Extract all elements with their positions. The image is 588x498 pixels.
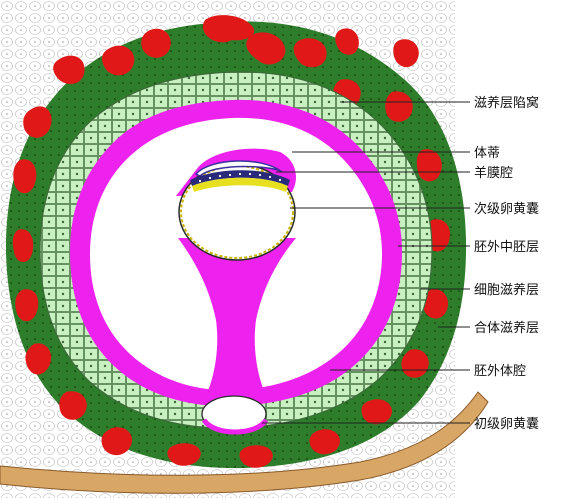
connecting-stalk xyxy=(178,238,296,400)
label-extraembryonic-mesoderm: 胚外中胚层 xyxy=(474,240,539,255)
epiblast-layer xyxy=(190,170,290,186)
label-cytotrophoblast: 细胞滋养层 xyxy=(474,282,539,298)
labels: 滋养层陷窝 体蒂 羊膜腔 次级卵黄囊 胚外中胚层 细胞滋养层 合体滋养层 胚外体… xyxy=(474,95,539,432)
label-body-stalk: 体蒂 xyxy=(474,146,500,161)
leader-lines xyxy=(262,101,470,424)
primary-yolk-sac-rim xyxy=(201,418,269,435)
trophoblast-lacunae xyxy=(12,15,451,468)
endometrium-band xyxy=(0,391,489,494)
epiblast-cells xyxy=(198,172,282,183)
label-secondary-yolk-sac: 次级卵黄囊 xyxy=(474,201,539,217)
hypoblast-layer xyxy=(192,177,288,192)
label-amniotic-cavity: 羊膜腔 xyxy=(474,165,513,181)
label-primary-yolk-sac: 初级卵黄囊 xyxy=(474,416,539,432)
label-extraembryonic-coelom: 胚外体腔 xyxy=(474,364,526,379)
label-lacunae: 滋养层陷窝 xyxy=(474,95,539,111)
label-syncytiotrophoblast: 合体滋养层 xyxy=(474,320,539,336)
